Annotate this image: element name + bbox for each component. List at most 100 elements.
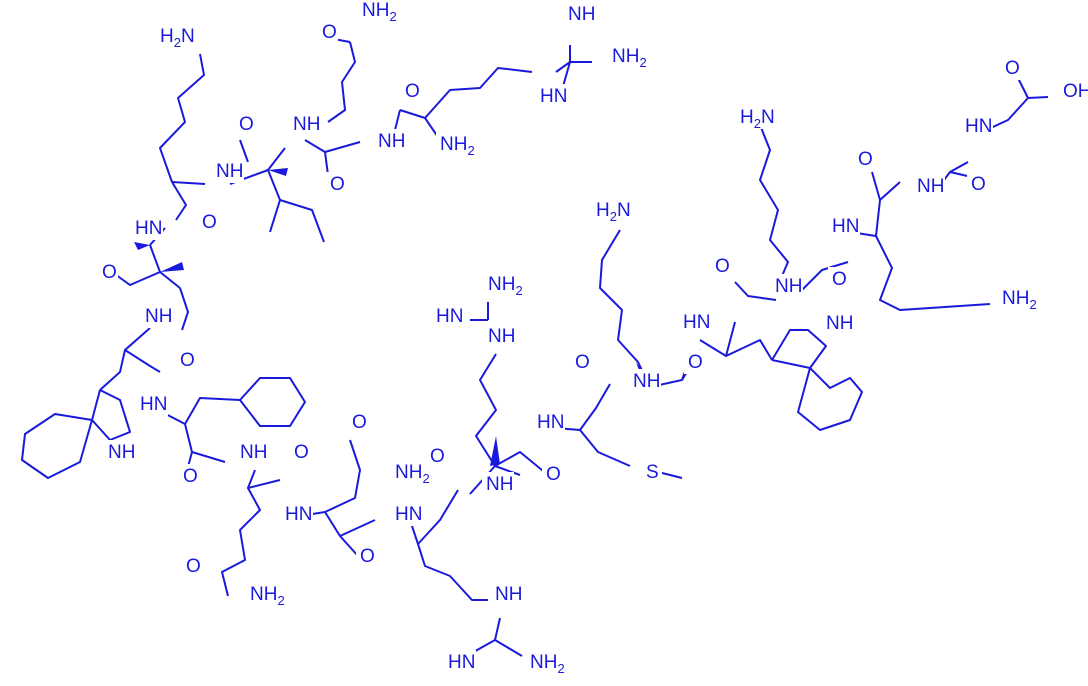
- atom-label-arg1-alpha-nh2: NH2: [440, 134, 475, 158]
- bond: [21, 413, 93, 479]
- bond: [111, 271, 161, 286]
- atom-label-arg2-co: O: [430, 446, 445, 467]
- atom-label-arg1-nh2: NH2: [612, 46, 647, 70]
- atom-label-background: [526, 650, 566, 674]
- atom-label-asn-nh: HN: [285, 504, 312, 525]
- atom-label-background: [131, 216, 163, 240]
- atom-label-asn-side-nh2: NH2: [395, 462, 430, 486]
- bond: [799, 261, 849, 293]
- atom-symbol: NH: [216, 161, 243, 182]
- atom-label-background: [642, 460, 662, 484]
- atom-label-background: [822, 311, 854, 335]
- atom-subscript: 2: [422, 471, 429, 486]
- bond: [399, 109, 426, 119]
- atom-label-ile1-co: O: [239, 114, 254, 135]
- atom-label-lys1-co: O: [202, 212, 217, 233]
- bond: [554, 383, 611, 431]
- atom-symbol: O: [322, 22, 337, 43]
- atom-symbol: HN: [832, 216, 859, 237]
- atom-symbol: NH: [568, 4, 595, 25]
- atom-label-background: [432, 304, 464, 328]
- bond: [409, 519, 488, 601]
- atom-label-background: [198, 210, 218, 234]
- atom-label-background: [391, 502, 423, 526]
- atom-label-arg2-side-nh2: NH2: [530, 652, 565, 676]
- atom-symbol: NH: [250, 584, 277, 605]
- atom-label-gln1-o: O: [322, 22, 337, 43]
- atom-subscript: 2: [174, 35, 181, 50]
- atom-label-arg2-nh: HN: [395, 504, 422, 525]
- atom-label-gln2-side-nh2: NH2: [250, 584, 285, 608]
- atom-symbol: NH: [495, 584, 522, 605]
- atom-label-background: [326, 172, 346, 196]
- atom-label-arg2-side-hn: HN: [448, 652, 475, 673]
- atom-label-trp2-ring-nh: NH: [826, 313, 853, 334]
- atom-symbol: HN: [683, 312, 710, 333]
- atom-label-background: [179, 464, 199, 488]
- atom-label-layer: H2NNH2ONHNH2HNONH2NHONHONHOHNONHONHHNONH…: [98, 0, 1088, 676]
- atom-subscript: 2: [557, 661, 564, 676]
- atom-label-lys3-co: O: [832, 269, 847, 290]
- atom-label-ile2-nh: HN: [135, 218, 162, 239]
- atom-label-asn-side-o: O: [352, 412, 367, 433]
- atom-label-background: [318, 20, 338, 44]
- atom-label-background: [533, 410, 565, 434]
- atom-symbol: O: [832, 269, 847, 290]
- atom-symbol: NH: [633, 371, 660, 392]
- atom-symbol: NH: [395, 462, 422, 483]
- atom-symbol: NH: [362, 0, 389, 21]
- atom-subscript: 2: [610, 209, 617, 224]
- atom-symbol: NH: [1002, 288, 1029, 309]
- atom-symbol: O: [180, 350, 195, 371]
- atom-label-background: [608, 44, 648, 68]
- bond: [304, 139, 329, 176]
- atom-label-arg3-nh: NH: [486, 474, 513, 495]
- atom-symbol: HN: [436, 306, 463, 327]
- atom-symbol: O: [239, 114, 254, 135]
- atom-label-background: [246, 582, 286, 606]
- atom-label-trp2-co: O: [715, 256, 730, 277]
- bond: [267, 169, 281, 233]
- bond: [91, 389, 131, 441]
- atom-label-trp1-co: O: [180, 350, 195, 371]
- atom-label-asn-co: O: [360, 546, 375, 567]
- atom-label-arg1-co: O: [405, 81, 420, 102]
- atom-label-background: [136, 392, 168, 416]
- atom-label-trp1-ring-nh: NH: [108, 442, 135, 463]
- atom-label-background: [104, 440, 136, 464]
- atom-symbol: HN: [140, 394, 167, 415]
- bond: [797, 367, 863, 431]
- bond: [191, 451, 226, 463]
- atom-label-met-nh: HN: [537, 412, 564, 433]
- atom-label-background: [913, 174, 945, 198]
- atom-label-background: [998, 286, 1038, 310]
- atom-symbol: NH: [488, 274, 515, 295]
- atom-subscript: 2: [754, 116, 761, 131]
- bond: [99, 327, 151, 391]
- atom-symbol: O: [202, 212, 217, 233]
- atom-symbol: O: [1005, 58, 1020, 79]
- atom-label-gln2-nh: NH: [240, 442, 267, 463]
- atom-label-background: [401, 79, 421, 103]
- atom-label-background: [444, 650, 476, 674]
- atom-label-background: [482, 472, 514, 496]
- bond: [417, 489, 459, 545]
- bond: [424, 67, 533, 119]
- bond: [725, 339, 773, 361]
- atom-label-background: [828, 214, 860, 238]
- atom-label-trp1-nh: NH: [145, 306, 172, 327]
- bond: [875, 235, 991, 311]
- atom-symbol: HN: [537, 412, 564, 433]
- atom-symbol: O: [858, 149, 873, 170]
- atom-symbol: HN: [135, 218, 162, 239]
- atom-symbol: O: [405, 81, 420, 102]
- atom-symbol: H: [596, 200, 610, 221]
- atom-symbol: HN: [285, 504, 312, 525]
- atom-symbol: NH: [612, 46, 639, 67]
- atom-label-background: [426, 444, 446, 468]
- atom-label-gln-arg-nh: NH: [378, 131, 405, 152]
- atom-label-gly1-nh: NH: [917, 176, 944, 197]
- bond: [239, 139, 249, 163]
- atom-symbol: O: [186, 556, 201, 577]
- atom-subscript: 2: [467, 143, 474, 158]
